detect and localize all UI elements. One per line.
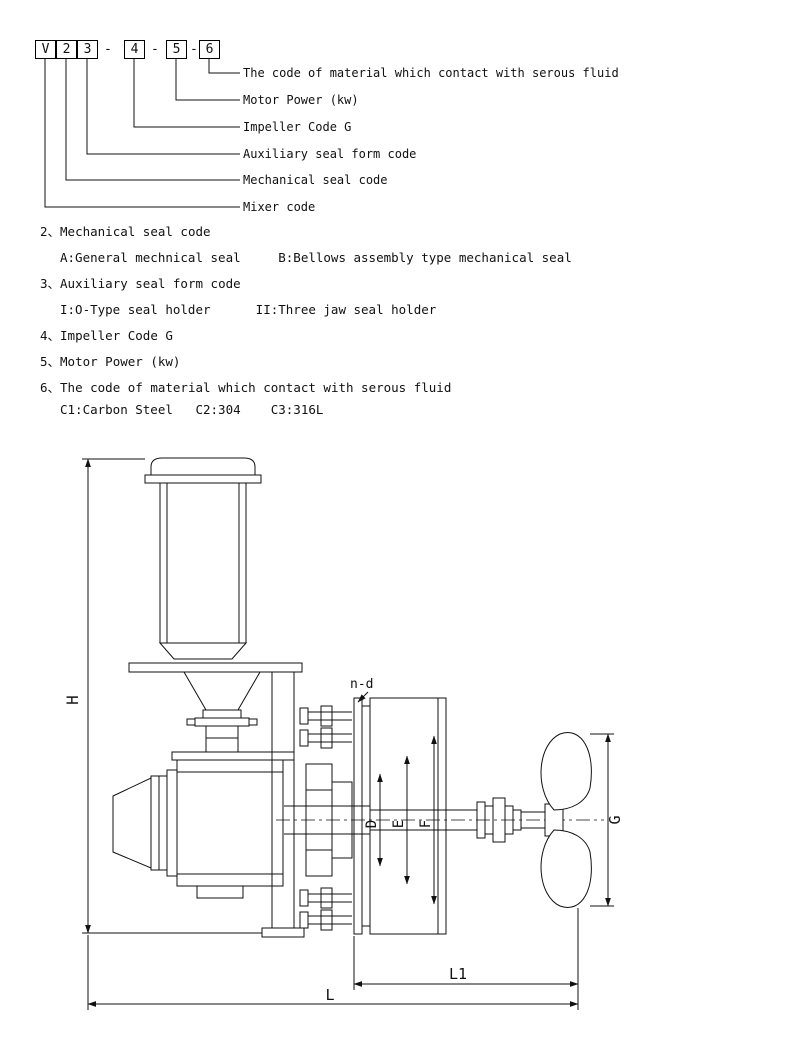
dimension-lines	[82, 458, 614, 1010]
legend-2-heading: 2、Mechanical seal code	[40, 224, 211, 239]
callout-mixer-code: Mixer code	[243, 200, 316, 214]
code-box-aux-seal: 3	[77, 40, 98, 59]
dim-label-D: D	[364, 820, 380, 828]
code-box-mech-seal: 2	[56, 40, 77, 59]
bracket-coupling	[171, 671, 295, 761]
reducer-input	[112, 769, 178, 877]
dim-label-G: G	[606, 815, 624, 824]
code-box-motor-power: 5	[166, 40, 187, 59]
legend-2-detail: A:General mechnical seal B:Bellows assem…	[60, 250, 572, 265]
flange-bolts-bottom	[299, 887, 352, 931]
propeller-blade-lower	[540, 829, 592, 908]
legend-5-heading: 5、Motor Power (kw)	[40, 354, 181, 369]
dimension-labels: H n-d D E F G L1 L	[63, 677, 624, 1004]
gearbox	[176, 759, 284, 899]
callout-material-code: The code of material which contact with …	[243, 66, 619, 80]
code-box-mixer: V	[35, 40, 56, 59]
legend-3-heading: 3、Auxiliary seal form code	[40, 276, 241, 291]
mounting-flange	[353, 697, 447, 935]
dim-label-L: L	[325, 986, 334, 1004]
code-dash: -	[190, 42, 198, 57]
flange-bolts-top	[299, 705, 352, 749]
dim-label-H: H	[63, 695, 82, 705]
dim-label-E: E	[391, 820, 407, 828]
propeller	[540, 732, 592, 908]
callout-motor-power: Motor Power (kw)	[243, 93, 359, 107]
mounting-plate	[128, 662, 303, 673]
callout-lines	[44, 59, 240, 208]
code-box-material: 6	[199, 40, 220, 59]
shaft	[284, 797, 545, 843]
legend-3-detail: I:O-Type seal holder II:Three jaw seal h…	[60, 302, 437, 317]
seal-housing	[305, 763, 353, 877]
propeller-blade-upper	[540, 732, 592, 811]
dim-label-n-d: n-d	[350, 677, 373, 692]
dim-label-L1: L1	[449, 965, 467, 983]
callout-mech-seal-code: Mechanical seal code	[243, 173, 388, 187]
callout-aux-seal-code: Auxiliary seal form code	[243, 147, 417, 161]
code-dash: -	[151, 42, 159, 57]
legend-6-detail: C1:Carbon Steel C2:304 C3:316L	[60, 402, 324, 417]
mixer-assembly-drawing	[82, 457, 614, 1010]
callout-impeller-code: Impeller Code G	[243, 120, 352, 134]
legend-6-heading: 6、The code of material which contact wit…	[40, 380, 452, 395]
legend-4-heading: 4、Impeller Code G	[40, 328, 173, 343]
dim-label-F: F	[418, 820, 434, 828]
code-box-impeller: 4	[124, 40, 145, 59]
code-dash: -	[104, 42, 112, 57]
motor	[144, 457, 262, 660]
